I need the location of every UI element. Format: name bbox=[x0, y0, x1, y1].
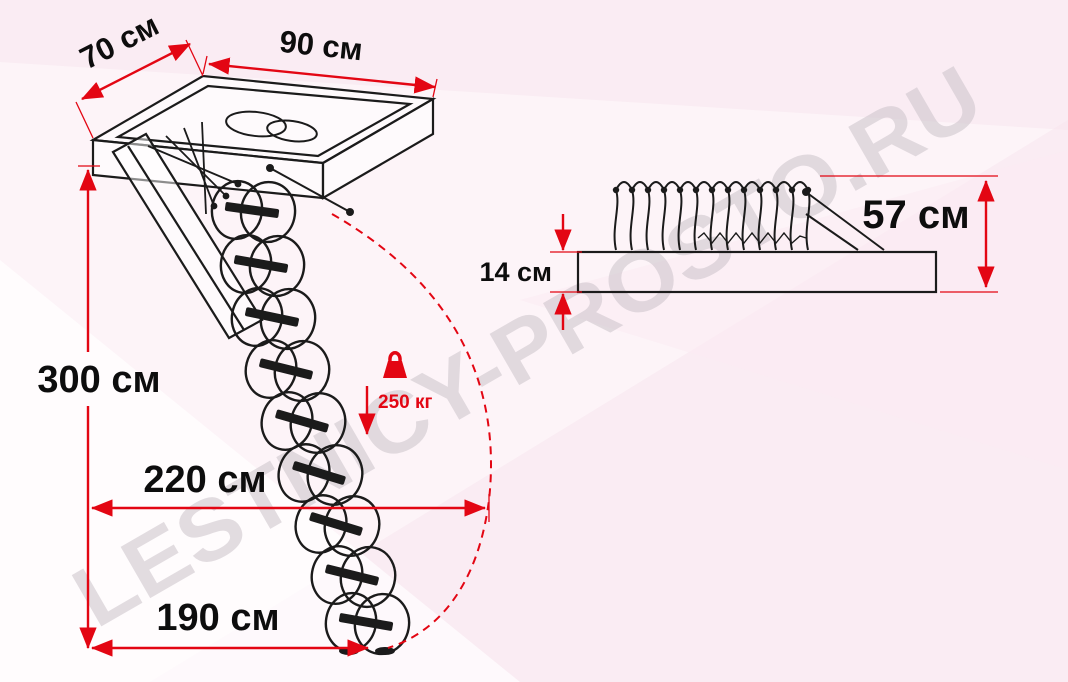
load-capacity-label: 250 кг bbox=[378, 392, 432, 413]
weight-icon bbox=[383, 351, 407, 378]
floor-span-label: 190 см bbox=[156, 597, 279, 639]
dim-floor-span: 190 см bbox=[90, 597, 370, 657]
scissor-mechanism bbox=[147, 121, 242, 215]
dim-max-reach: 220 см bbox=[90, 459, 490, 522]
hatch-box-side-view bbox=[576, 250, 938, 294]
load-capacity: 250 кг bbox=[358, 351, 432, 436]
dim-box-height: 14 см bbox=[479, 214, 582, 330]
dim-ceiling-height: 300 см bbox=[37, 165, 161, 650]
tension-spring bbox=[697, 231, 807, 245]
hatch-length-label: 90 см bbox=[278, 24, 364, 68]
max-reach-label: 220 см bbox=[143, 459, 266, 501]
dim-hatch-length: 90 см bbox=[202, 24, 438, 98]
box-height-label: 14 см bbox=[479, 257, 552, 287]
scissor-ladder-chain bbox=[210, 179, 411, 656]
door-support-rod bbox=[266, 164, 354, 216]
opened-ladder-drawing: 70 см 90 см 300 см 220 см 190 см bbox=[37, 7, 492, 657]
dim-folded-height: 57 см bbox=[820, 175, 998, 293]
folded-height-label: 57 см bbox=[862, 193, 969, 237]
fold-arms bbox=[802, 188, 885, 251]
swing-arc bbox=[331, 213, 492, 649]
ceiling-height-label: 300 см bbox=[37, 359, 160, 401]
folded-scissor-pack bbox=[612, 181, 812, 251]
folded-ladder-drawing: 57 см 14 см bbox=[479, 175, 998, 330]
stowed-ladder-rings bbox=[225, 110, 318, 143]
